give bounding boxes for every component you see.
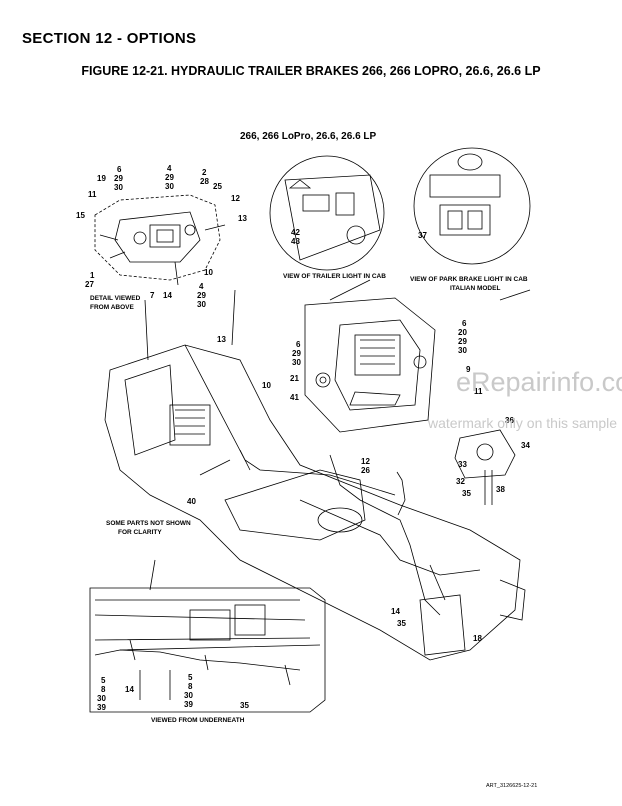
svg-text:28: 28	[200, 177, 209, 186]
caption-underneath: VIEWED FROM UNDERNEATH	[151, 717, 245, 724]
caption-park-brake-1: VIEW OF PARK BRAKE LIGHT IN CAB	[410, 276, 528, 283]
callout-13a: 13	[238, 214, 247, 223]
svg-text:30: 30	[97, 694, 106, 703]
callout-4-29-30b: 4 29 30	[197, 282, 206, 309]
callout-34: 34	[521, 441, 530, 450]
callout-32: 32	[456, 477, 465, 486]
svg-text:29: 29	[292, 349, 301, 358]
callout-11a: 11	[88, 190, 97, 199]
callout-14c: 14	[125, 685, 134, 694]
svg-text:30: 30	[458, 346, 467, 355]
svg-text:25: 25	[213, 182, 222, 191]
callout-21: 21	[290, 374, 299, 383]
callout-19: 19	[97, 174, 106, 183]
callout-5-8-30-39a: 5 8 30 39	[97, 676, 106, 712]
callout-42-43: 42 43	[291, 228, 300, 246]
callout-7: 7	[150, 291, 155, 300]
callout-6-29-30: 6 29 30	[114, 165, 123, 192]
callout-35c: 35	[240, 701, 249, 710]
watermark-note: watermark only on this sample	[428, 415, 618, 431]
caption-parts-not-shown-2: FOR CLARITY	[118, 529, 162, 536]
callout-38: 38	[496, 485, 505, 494]
underneath-view	[89, 587, 326, 713]
callout-6-29-30b: 6 29 30	[292, 340, 301, 367]
svg-text:27: 27	[85, 280, 94, 289]
callout-35b: 35	[397, 619, 406, 628]
trailer-light-view	[269, 155, 385, 271]
figure-title: FIGURE 12-21. HYDRAULIC TRAILER BRAKES 2…	[81, 64, 541, 78]
detail-view-from-above	[94, 194, 226, 286]
svg-text:4: 4	[167, 164, 172, 173]
caption-trailer-light: VIEW OF TRAILER LIGHT IN CAB	[283, 273, 386, 280]
svg-text:4: 4	[199, 282, 204, 291]
svg-text:43: 43	[291, 237, 300, 246]
callout-10a: 10	[204, 268, 213, 277]
callout-12a: 12	[231, 194, 240, 203]
caption-park-brake-2: ITALIAN MODEL	[450, 285, 500, 292]
chassis-main-view	[104, 344, 526, 661]
callout-9: 9	[466, 365, 471, 374]
caption-detail-above-2: FROM ABOVE	[90, 304, 134, 311]
callout-2-28-25: 2 28 25	[200, 168, 222, 191]
svg-text:6: 6	[462, 319, 467, 328]
svg-text:29: 29	[197, 291, 206, 300]
callout-12-26: 12 26	[361, 457, 370, 475]
svg-text:1: 1	[90, 271, 95, 280]
svg-text:39: 39	[184, 700, 193, 709]
svg-text:39: 39	[97, 703, 106, 712]
watermark-site: eRepairinfo.com	[456, 367, 622, 397]
svg-text:2: 2	[202, 168, 207, 177]
callout-36: 36	[505, 416, 514, 425]
svg-text:29: 29	[458, 337, 467, 346]
callout-41: 41	[290, 393, 299, 402]
callout-35a: 35	[462, 489, 471, 498]
callout-15: 15	[76, 211, 85, 220]
cab-detail-view	[304, 297, 436, 433]
callout-1-27: 1 27	[85, 271, 95, 289]
art-code: ART_3126625-12-21	[486, 783, 538, 789]
svg-text:8: 8	[101, 685, 106, 694]
caption-parts-not-shown-1: SOME PARTS NOT SHOWN	[106, 520, 191, 527]
callout-14a: 14	[163, 291, 172, 300]
svg-text:30: 30	[165, 182, 174, 191]
callout-5-8-30-39b: 5 8 30 39	[184, 673, 193, 709]
callout-40: 40	[187, 497, 196, 506]
callout-14b: 14	[391, 607, 400, 616]
svg-text:30: 30	[292, 358, 301, 367]
svg-text:30: 30	[184, 691, 193, 700]
park-brake-light-view	[413, 147, 531, 265]
svg-text:29: 29	[165, 173, 174, 182]
callout-4-29-30: 4 29 30	[165, 164, 174, 191]
callout-18: 18	[473, 634, 482, 643]
caption-detail-above-1: DETAIL VIEWED	[90, 295, 141, 302]
callout-11b: 11	[474, 387, 483, 396]
callout-10b: 10	[262, 381, 271, 390]
callout-37: 37	[418, 231, 427, 240]
svg-text:8: 8	[188, 682, 193, 691]
models-label: 266, 266 LoPro, 26.6, 26.6 LP	[240, 131, 377, 142]
svg-text:30: 30	[114, 183, 123, 192]
svg-text:12: 12	[361, 457, 370, 466]
svg-text:6: 6	[296, 340, 301, 349]
svg-text:6: 6	[117, 165, 122, 174]
svg-text:30: 30	[197, 300, 206, 309]
svg-text:5: 5	[188, 673, 193, 682]
callout-13b: 13	[217, 335, 226, 344]
svg-text:26: 26	[361, 466, 370, 475]
svg-text:29: 29	[114, 174, 123, 183]
svg-text:42: 42	[291, 228, 300, 237]
callout-33: 33	[458, 460, 467, 469]
svg-text:20: 20	[458, 328, 467, 337]
svg-text:5: 5	[101, 676, 106, 685]
callout-6-20-29-30: 6 20 29 30	[458, 319, 467, 355]
section-title: SECTION 12 - OPTIONS	[22, 30, 197, 47]
brake-valve-detail	[454, 429, 516, 505]
